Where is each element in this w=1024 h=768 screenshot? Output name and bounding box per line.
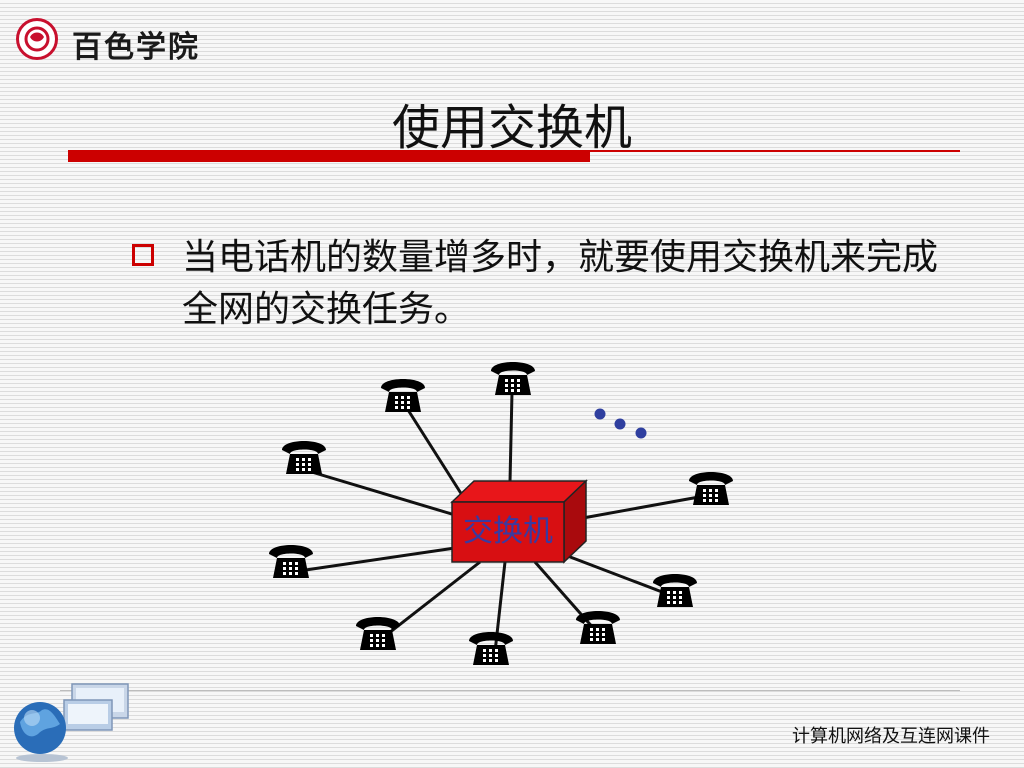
page-title: 使用交换机 xyxy=(391,100,632,156)
globe-network-icon xyxy=(14,683,129,762)
bullet-text: 当电话机的数量增多时，就要使用交换机来完成全网的交换任务。 xyxy=(182,237,939,330)
telephone-icon xyxy=(282,441,326,474)
telephone-icon xyxy=(491,362,535,395)
connection-line xyxy=(401,401,464,496)
bullet-square-icon xyxy=(132,244,154,266)
ellipsis-dots-icon xyxy=(594,408,647,439)
connection-line xyxy=(564,553,671,597)
telephone-icon xyxy=(356,617,400,650)
title-underline-thin xyxy=(590,150,960,152)
telephone-icon xyxy=(469,632,513,665)
college-logo: 百色学院 xyxy=(12,12,202,65)
telephone-icon xyxy=(576,611,620,644)
connection-line xyxy=(508,391,514,483)
switch-box xyxy=(450,479,588,564)
connection-line xyxy=(304,468,456,517)
connection-lines xyxy=(291,391,711,653)
telephone-icon xyxy=(269,545,313,578)
switch-label: 交换机 xyxy=(463,514,553,549)
college-name: 百色学院 xyxy=(72,30,200,65)
connection-line xyxy=(291,546,456,574)
title-underline-thick xyxy=(68,150,590,162)
college-emblem-icon xyxy=(16,18,58,60)
telephone-icon xyxy=(689,472,733,505)
telephone-icon xyxy=(381,379,425,412)
footer-divider xyxy=(60,690,960,691)
connection-line xyxy=(582,493,711,520)
footer-course-title: 计算机网络及互连网课件 xyxy=(792,726,990,747)
